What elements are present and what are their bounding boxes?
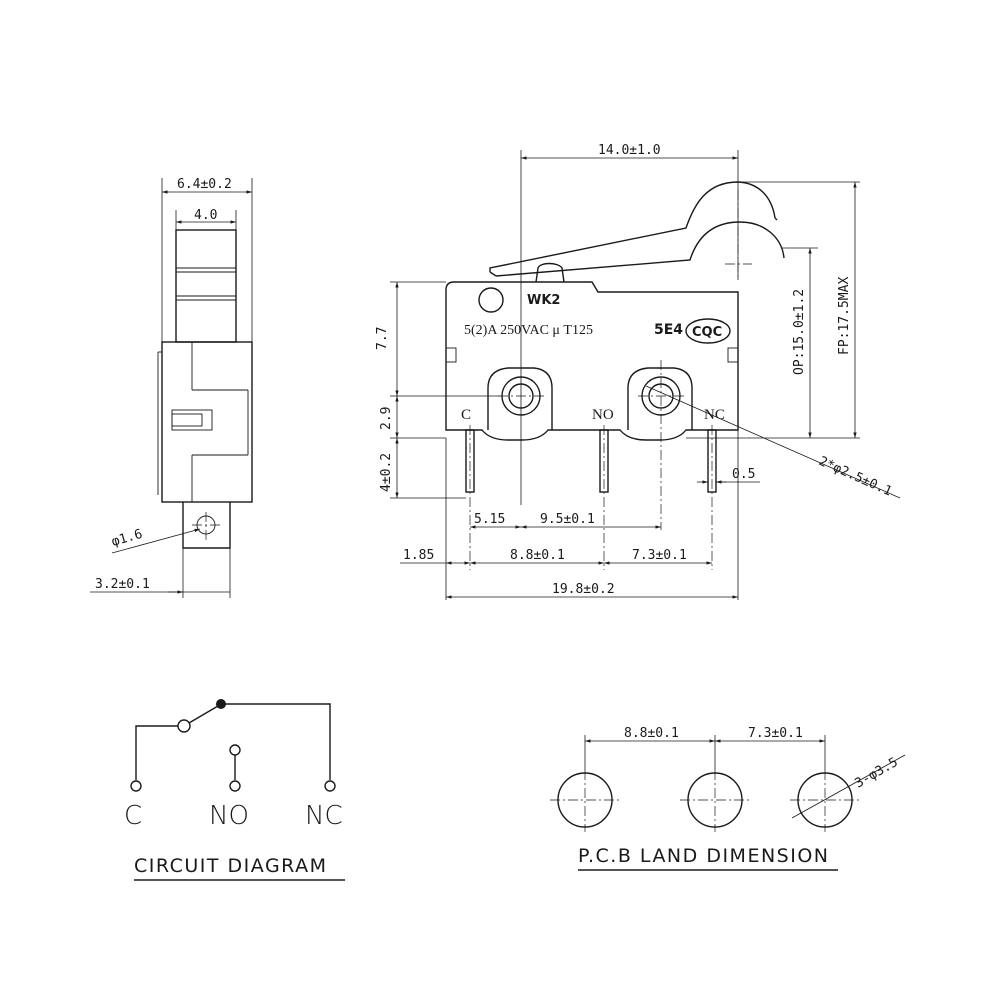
width-total-label: 6.4±0.2 — [177, 177, 232, 192]
circuit-diagram: C NO NC CIRCUIT DIAGRAM — [124, 699, 345, 881]
cqc-label: CQC — [692, 325, 722, 340]
terminal-side — [182, 502, 231, 549]
left-boss — [487, 367, 553, 430]
switch-body-side — [161, 341, 253, 503]
vent-circle — [478, 287, 504, 313]
mount-holes-label: 2*φ2.5±0.1 — [816, 454, 894, 500]
front-view: 14.0±1.0 WK2 5(2)A 250VAC μ T125 5E4 CQC — [375, 143, 901, 600]
dim-88-label: 8.8±0.1 — [510, 548, 565, 563]
circuit-c-label: C — [124, 801, 142, 831]
term-nc-label: NC — [704, 407, 725, 423]
pcb-title: P.C.B LAND DIMENSION — [578, 845, 830, 867]
switch-body-front — [445, 281, 739, 441]
fp-label: FP:17.5MAX — [837, 277, 852, 355]
lever-outer — [489, 181, 776, 272]
plunger — [535, 262, 565, 283]
dim-185-label: 1.85 — [403, 548, 434, 563]
actuator-block — [175, 229, 237, 343]
width-actuator-label: 4.0 — [194, 208, 217, 223]
code-label: 5E4 — [654, 322, 683, 338]
height-77-label: 7.7 — [375, 327, 390, 350]
dim-198-label: 19.8±0.2 — [552, 582, 615, 597]
lever-inner — [495, 221, 785, 277]
dim-73-label: 7.3±0.1 — [632, 548, 687, 563]
circuit-title: CIRCUIT DIAGRAM — [134, 855, 328, 877]
mount-hole-leader — [645, 385, 901, 499]
circuit-no-label: NO — [209, 801, 249, 831]
rating-label: 5(2)A 250VAC μ T125 — [464, 323, 593, 338]
lever-span-label: 14.0±1.0 — [598, 143, 661, 158]
op-label: OP:15.0±1.2 — [792, 289, 807, 375]
pcb-hole-no — [687, 772, 743, 828]
pcb-dim-73-label: 7.3±0.1 — [748, 726, 803, 741]
no-contact — [229, 744, 241, 756]
mount-hole-left — [508, 383, 534, 409]
wire-c — [135, 725, 178, 780]
c-pivot — [177, 719, 191, 733]
switch-blade — [188, 705, 219, 724]
dim-515-label: 5.15 — [474, 512, 505, 527]
terminal-width-label: 3.2±0.1 — [95, 577, 150, 592]
height-29-label: 2.9 — [379, 407, 394, 430]
height-4-label: 4±0.2 — [379, 453, 394, 492]
pin-thickness-label: 0.5 — [732, 467, 755, 482]
pcb-dim-88-label: 8.8±0.1 — [624, 726, 679, 741]
cqc-mark — [685, 318, 731, 344]
term-c-label: C — [461, 407, 471, 423]
circuit-nc-label: NC — [305, 801, 343, 831]
pcb-holes-label: 3-φ3.5 — [853, 755, 901, 791]
model-label: WK2 — [527, 293, 560, 308]
pcb-land: 8.8±0.1 7.3±0.1 3-φ3.5 P.C.B LAND DIMENS… — [550, 726, 906, 871]
pcb-hole-c — [557, 772, 613, 828]
pcb-hole-leader — [791, 754, 906, 819]
wire-nc — [221, 703, 331, 780]
hole-dia-label: φ1.6 — [110, 527, 144, 550]
term-no-label: NO — [592, 407, 614, 423]
side-view: 6.4±0.2 4.0 φ1.6 3.2±0 — [90, 177, 253, 598]
dim-95-label: 9.5±0.1 — [540, 512, 595, 527]
